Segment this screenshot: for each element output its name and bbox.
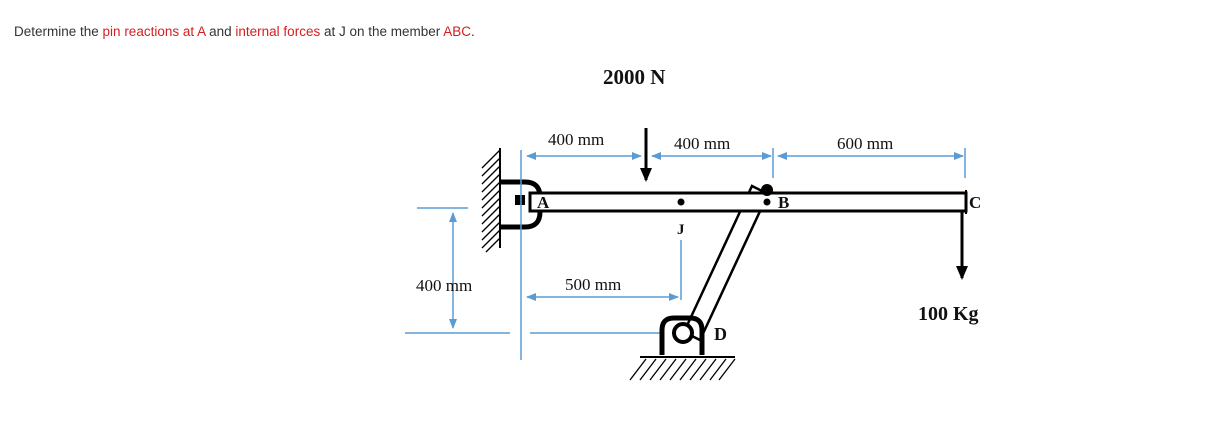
label-dim-b-to-c: 600 mm	[837, 134, 893, 153]
beam-abc	[528, 191, 968, 213]
label-load-top: 2000 N	[603, 65, 665, 89]
label-point-b: B	[778, 193, 789, 212]
label-load-end: 100 Kg	[918, 303, 979, 325]
wall-support	[481, 148, 501, 253]
label-dim-a-to-d: 500 mm	[565, 275, 621, 294]
question-and: and	[205, 24, 236, 39]
question-internal-forces: internal forces	[235, 24, 321, 39]
label-dim-load-to-b: 400 mm	[674, 134, 730, 153]
label-point-j: J	[677, 222, 685, 238]
pin-b	[761, 184, 773, 196]
question-suffix: .	[471, 24, 475, 39]
pin-b-dot	[763, 198, 771, 206]
label-point-c: C	[969, 193, 981, 212]
label-point-a: A	[537, 193, 550, 212]
point-j-dot	[677, 198, 685, 206]
label-dim-height: 400 mm	[416, 276, 472, 295]
question-member: ABC	[443, 24, 472, 39]
dimension-extension-lines	[405, 148, 966, 360]
question-pin-reactions: pin reactions at A	[102, 24, 206, 39]
question-prefix: Determine the	[14, 24, 103, 39]
label-point-d: D	[714, 324, 727, 344]
question-text: Determine the pin reactions at A and int…	[14, 24, 475, 39]
label-dim-a-to-load: 400 mm	[548, 130, 604, 149]
pin-support-d	[629, 315, 736, 381]
question-at-j: at J on the member	[320, 24, 444, 39]
